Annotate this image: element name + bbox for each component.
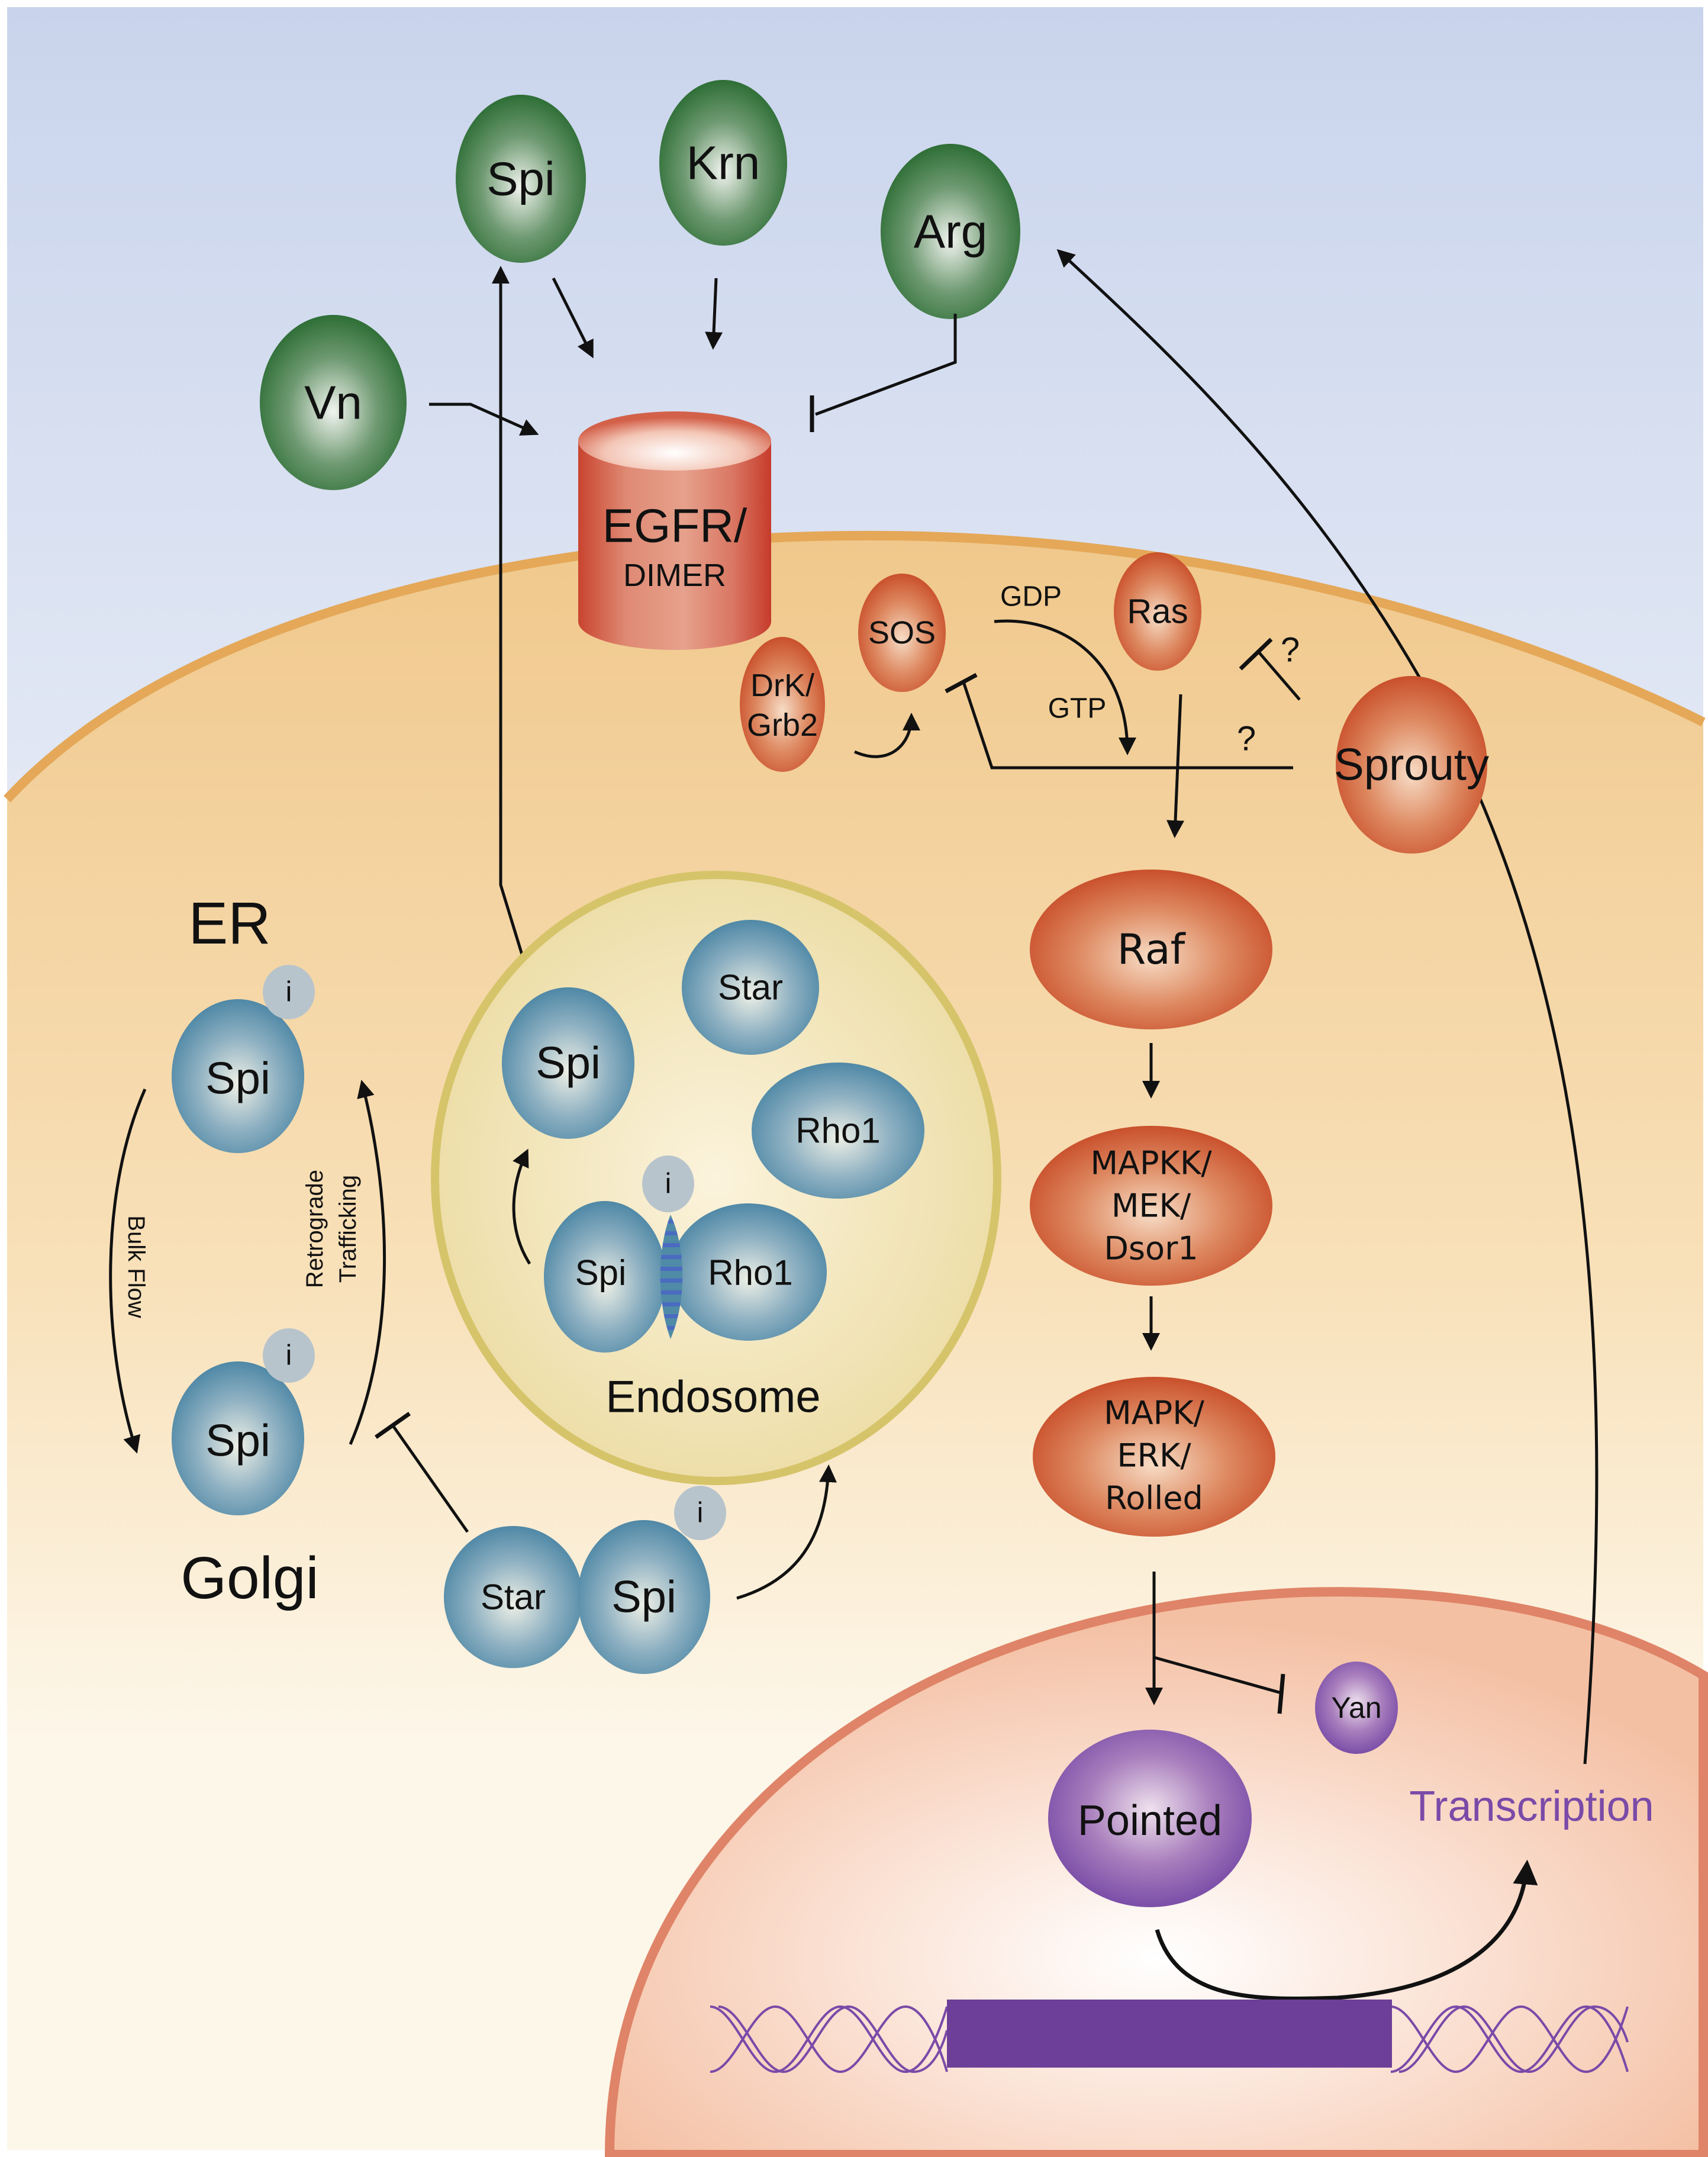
ligand-krn[interactable]: Krn	[659, 80, 787, 246]
svg-text:Star: Star	[481, 1577, 546, 1617]
inhibitor-domain-er	[263, 965, 315, 1019]
er-label: ER	[189, 890, 271, 957]
protein-raf[interactable]: Raf	[1030, 870, 1272, 1029]
star-spi-complex[interactable]: i Star Spi	[444, 1486, 726, 1674]
svg-text:Dsor1: Dsor1	[1104, 1230, 1198, 1267]
inhibit-arg-to-egfr	[815, 314, 957, 416]
arrow-drk-to-sos	[853, 713, 920, 758]
arrow-ras-to-raf	[1166, 694, 1184, 838]
svg-text:MEK/: MEK/	[1111, 1187, 1191, 1225]
endosome-spi[interactable]: Spi	[502, 987, 634, 1139]
gdp-label: GDP	[1000, 581, 1062, 613]
endosome-label: Endosome	[605, 1372, 820, 1422]
svg-text:Rolled: Rolled	[1105, 1480, 1203, 1517]
retrograde-label-line1: Retrograde	[302, 1170, 328, 1288]
transcription-label: Transcription	[1409, 1783, 1654, 1830]
protein-pointed[interactable]: Pointed	[1048, 1730, 1252, 1907]
protein-sprouty[interactable]: Sprouty	[1334, 676, 1489, 854]
endosome-spi-rho1-complex[interactable]: i Spi Rho1	[544, 1155, 827, 1353]
svg-text:Grb2: Grb2	[747, 707, 818, 743]
svg-text:Arg: Arg	[914, 205, 988, 258]
endosome-star[interactable]: Star	[682, 920, 819, 1055]
arrow-pointed-to-transcription	[1155, 1859, 1538, 2001]
cell-membrane	[4, 530, 1706, 803]
arrow-transcription-to-arg	[1056, 249, 1599, 1765]
svg-text:SOS: SOS	[868, 615, 936, 651]
inhibit-bar-ras	[1239, 638, 1273, 671]
protein-sos[interactable]: SOS	[858, 574, 946, 692]
arrow-retrograde	[349, 1080, 386, 1445]
svg-text:Sprouty: Sprouty	[1334, 740, 1489, 790]
golgi-spi[interactable]: i Spi	[172, 1328, 315, 1515]
question-mark-sos: ?	[1237, 720, 1256, 758]
ligand-vn[interactable]: Vn	[260, 315, 407, 490]
er-spi[interactable]: i Spi	[172, 965, 315, 1153]
svg-text:i: i	[665, 1168, 672, 1200]
ligand-arg[interactable]: Arg	[881, 144, 1020, 319]
protein-ras[interactable]: Ras	[1114, 552, 1201, 671]
svg-text:Spi: Spi	[205, 1054, 270, 1104]
bulk-flow-label: Bulk Flow	[123, 1215, 149, 1318]
svg-text:Spi: Spi	[575, 1253, 627, 1293]
dna-helix	[710, 2005, 1629, 2074]
svg-text:Vn: Vn	[304, 376, 362, 429]
inhibit-bar-retrograde	[374, 1412, 411, 1439]
arrow-spi-to-egfr	[552, 277, 594, 359]
arrow-secretion-spi	[492, 266, 531, 980]
arrow-vn-to-egfr	[429, 403, 539, 436]
svg-text:Pointed: Pointed	[1078, 1797, 1222, 1844]
inhibitor-domain-golgi	[263, 1328, 315, 1383]
arrow-gdp-to-gtp	[994, 619, 1136, 755]
svg-text:Ras: Ras	[1127, 593, 1188, 631]
egfr-receptor[interactable]: EGFR/ DIMER	[578, 411, 771, 650]
svg-text:Spi: Spi	[611, 1572, 676, 1622]
svg-text:Krn: Krn	[687, 137, 760, 189]
inhibit-sprouty-to-ras	[1258, 652, 1301, 701]
ligand-spi[interactable]: Spi	[456, 95, 586, 263]
svg-text:Rho1: Rho1	[708, 1253, 792, 1293]
inhibitor-domain-star-complex	[674, 1486, 726, 1540]
protein-mapkk[interactable]: MAPKK/ MEK/ Dsor1	[1030, 1126, 1272, 1286]
svg-text:Yan: Yan	[1331, 1691, 1381, 1724]
svg-text:Spi: Spi	[205, 1416, 270, 1466]
protein-mapk[interactable]: MAPK/ ERK/ Rolled	[1033, 1377, 1275, 1537]
arrow-bulk-flow	[109, 1088, 147, 1454]
golgi-label: Golgi	[181, 1545, 318, 1611]
svg-text:MAPKK/: MAPKK/	[1090, 1145, 1212, 1182]
svg-text:Star: Star	[718, 968, 783, 1007]
inhibit-bar-yan	[1277, 1673, 1285, 1714]
svg-text:i: i	[697, 1498, 704, 1529]
svg-text:Spi: Spi	[536, 1038, 601, 1089]
svg-text:MAPK/: MAPK/	[1104, 1395, 1205, 1432]
inhibit-sprouty-to-sos	[962, 681, 1293, 770]
retrograde-label-line2: Trafficking	[335, 1175, 361, 1283]
inhibitor-domain-endosome	[642, 1155, 694, 1212]
inhibit-mapk-to-yan	[1153, 1656, 1282, 1695]
question-mark-ras: ?	[1281, 631, 1300, 669]
egfr-label: EGFR/	[602, 500, 747, 552]
svg-text:i: i	[286, 977, 292, 1008]
protein-drk-grb2[interactable]: DrK/ Grb2	[740, 637, 825, 772]
arrow-star-spi-to-endosome	[736, 1464, 837, 1600]
svg-text:Raf: Raf	[1117, 925, 1186, 974]
protein-yan[interactable]: Yan	[1315, 1662, 1398, 1754]
svg-text:Rho1: Rho1	[795, 1111, 880, 1151]
dimer-label: DIMER	[623, 558, 726, 593]
svg-text:ERK/: ERK/	[1117, 1437, 1191, 1475]
svg-text:DrK/: DrK/	[750, 668, 814, 703]
endosome-rho1[interactable]: Rho1	[752, 1063, 924, 1199]
gtp-label: GTP	[1048, 693, 1107, 725]
arrow-krn-to-egfr	[705, 278, 723, 350]
arrow-complex-to-spi	[512, 1148, 531, 1265]
inhibit-star-to-retrograde	[392, 1425, 469, 1533]
svg-text:Spi: Spi	[486, 153, 555, 205]
inhibit-bar-sos	[945, 672, 978, 694]
svg-text:i: i	[286, 1340, 292, 1372]
gene-block	[947, 2000, 1392, 2068]
